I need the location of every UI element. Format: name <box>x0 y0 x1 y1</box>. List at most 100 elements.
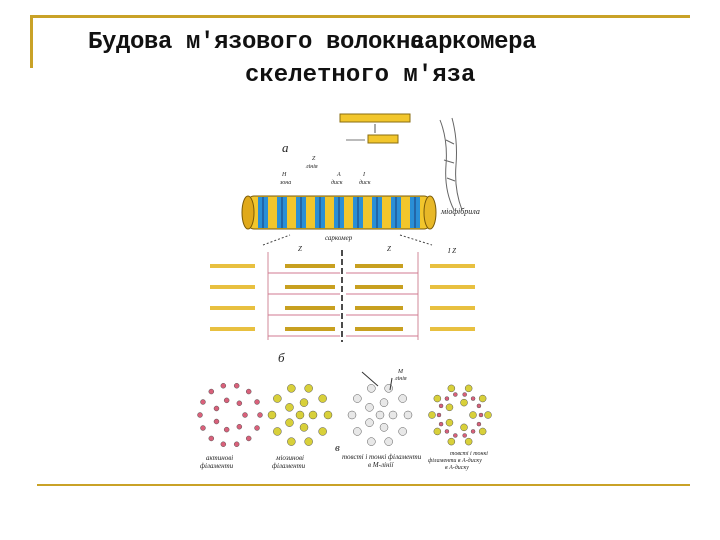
adisk-thin <box>453 433 458 438</box>
sarcomere-filaments <box>210 250 475 342</box>
mline-dot <box>365 418 374 427</box>
adisk-thin <box>470 429 476 434</box>
actin-dot <box>233 441 240 447</box>
panel-c-label: в <box>335 442 340 454</box>
adisk-thick <box>445 403 454 412</box>
sarcomere-bracket: саркомер Z Z I Z <box>262 234 456 255</box>
actin-dot <box>213 418 220 425</box>
actin-dot <box>200 399 206 405</box>
myosin-dot <box>304 384 313 393</box>
adisk-thin <box>453 392 458 397</box>
adisk-thin <box>444 396 450 401</box>
mline-dot <box>347 410 357 420</box>
mline-dot <box>398 394 407 403</box>
myosin-dot <box>273 427 282 436</box>
panel-a-label: а <box>282 140 289 155</box>
actin-dot <box>236 400 243 407</box>
adisk-thin <box>438 403 444 409</box>
actin-dot <box>220 441 227 447</box>
myofibril-end <box>423 195 437 230</box>
title-part-b: саркомера <box>410 29 537 56</box>
mline-dot <box>403 410 413 420</box>
slide-title: Будова м'язового волокнасаркомера скелет… <box>80 26 680 92</box>
myosin-dot <box>295 410 305 420</box>
thick-filament <box>355 285 403 289</box>
mline-dot <box>353 427 362 436</box>
myosin-dot <box>287 437 296 446</box>
myosin-dot <box>285 403 294 412</box>
panel-b-label: б <box>278 350 285 365</box>
adisk-thin <box>478 412 484 418</box>
adisk-thick <box>447 437 456 446</box>
actin-dot <box>223 397 230 404</box>
adisk-thick <box>447 384 456 393</box>
z-far-label: I Z <box>447 247 456 255</box>
thick-filament <box>285 264 335 268</box>
z-right-label: Z <box>387 245 391 253</box>
actin-dot <box>197 412 203 418</box>
mline-dot <box>388 410 398 420</box>
adisk-thin <box>476 403 482 409</box>
adisk-thin <box>462 433 467 438</box>
mline-dot <box>365 403 374 412</box>
myosin-dot <box>273 394 282 403</box>
thick-filament <box>355 264 403 268</box>
slide-frame-bottom <box>37 484 690 486</box>
adisk-thin <box>462 392 467 397</box>
slide-frame-top <box>30 15 690 18</box>
actin-dot <box>220 383 227 389</box>
actin-dot <box>245 388 252 395</box>
mline-dot <box>353 394 362 403</box>
muscle-cell-sketch <box>439 117 463 211</box>
thick-filament <box>355 306 403 310</box>
adisk-thick <box>464 437 473 446</box>
title-part-a: Будова м'язового волокна <box>88 29 425 56</box>
thin-filament <box>210 306 255 310</box>
myosin-dot <box>304 437 313 446</box>
adisk-thick <box>478 427 487 436</box>
adisk-thin <box>470 396 476 401</box>
myosin-dot <box>267 410 277 420</box>
actin-dot <box>200 425 206 431</box>
adisk-thin <box>444 429 450 434</box>
thin-filament <box>210 285 255 289</box>
actin-dot <box>242 412 248 418</box>
z-left-label: Z <box>298 245 302 253</box>
myosin-dot <box>285 418 294 427</box>
myofibril-end <box>241 195 255 230</box>
thick-filament <box>285 285 335 289</box>
actin-dot <box>254 425 260 431</box>
myosin-dot <box>323 410 333 420</box>
mline-dot <box>375 410 385 420</box>
mline-dot <box>384 384 393 393</box>
myofibril-cylinder <box>241 195 437 230</box>
adisk-thick <box>484 411 492 419</box>
myosin-dot <box>299 423 309 432</box>
thin-filament <box>430 285 475 289</box>
adisk-thick <box>464 384 473 393</box>
mline-dot <box>379 398 389 407</box>
adisk-thick <box>478 394 487 403</box>
mline-dot <box>367 384 376 393</box>
actin-dot <box>254 399 260 405</box>
mline-dot <box>384 437 393 446</box>
actin-dot <box>257 412 263 418</box>
actin-dot <box>208 435 215 442</box>
adisk-thick <box>433 394 442 403</box>
thin-filament <box>210 264 255 268</box>
actin-dot <box>213 405 220 412</box>
slide-frame-left <box>30 15 33 68</box>
adisk-thick <box>469 411 477 419</box>
actin-dot <box>236 423 243 430</box>
myofibril-label: міофібрила <box>440 207 480 216</box>
sarcomere-label: саркомер <box>325 234 353 242</box>
myosin-dot <box>299 398 309 407</box>
thick-filament <box>285 306 335 310</box>
